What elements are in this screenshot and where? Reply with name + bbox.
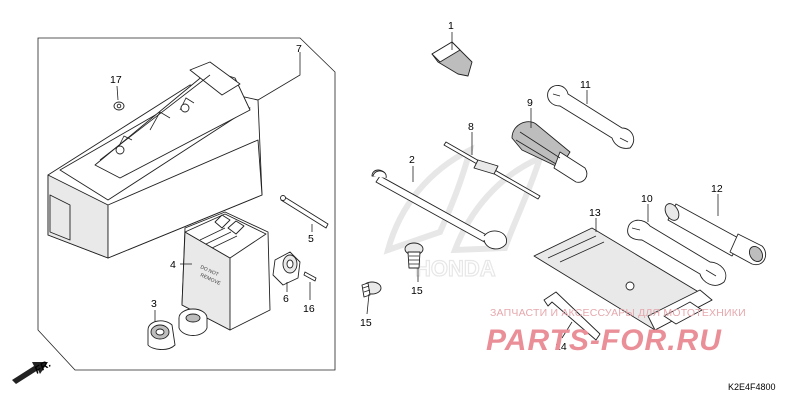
callout-9: 9 <box>527 97 533 109</box>
tool-case-part <box>47 61 263 259</box>
callout-4: 4 <box>170 259 176 271</box>
callout-11: 11 <box>580 79 591 91</box>
callout-12: 12 <box>711 183 723 195</box>
leader-lines <box>116 32 719 339</box>
pin-part <box>280 195 329 229</box>
leader-14 <box>561 321 573 339</box>
bolt-part-upper <box>404 242 424 269</box>
socket-wrench-part <box>664 203 766 266</box>
leader-17 <box>116 85 119 101</box>
callout-1: 1 <box>448 20 454 32</box>
small-pin-part <box>303 271 317 282</box>
watermark-logo: PARTS-FOR.RU <box>486 324 722 357</box>
watermark-caption: ЗАПЧАСТИ И АКСЕССУАРЫ ДЛЯ МОТОТЕХНИКИ <box>490 307 746 319</box>
callout-13: 13 <box>589 207 601 219</box>
front-direction-label: FR. <box>33 358 54 377</box>
collar-part <box>272 251 301 286</box>
diagram-code: K2E4F4800 <box>728 382 776 392</box>
screwdriver-part <box>443 141 541 200</box>
callout-8: 8 <box>468 121 474 133</box>
brand-watermark-text: HONDA <box>415 256 496 281</box>
callout-5: 5 <box>308 233 314 245</box>
reseller-watermark: ЗАПЧАСТИ И АКСЕССУАРЫ ДЛЯ МОТОТЕХНИКИ PA… <box>486 307 746 357</box>
wrench-part-10 <box>627 219 727 286</box>
callout-15a: 15 <box>411 285 423 297</box>
callout-numbers: 1 2 3 4 5 6 7 8 9 10 11 12 13 14 15 15 1… <box>110 20 723 353</box>
callout-16: 16 <box>303 303 315 315</box>
callout-14: 14 <box>555 341 567 353</box>
callout-6: 6 <box>283 293 289 305</box>
callout-3: 3 <box>151 298 157 310</box>
leader-7 <box>257 52 301 101</box>
tool-bag-part <box>533 227 713 331</box>
rubber-grommet-part <box>147 308 208 350</box>
callout-7: 7 <box>296 43 302 55</box>
leader-15b <box>366 293 370 315</box>
bolt-part-lower <box>361 281 382 298</box>
callout-2: 2 <box>409 154 415 166</box>
extension-bar-part <box>371 169 507 250</box>
screwdriver-grip-part <box>511 121 588 183</box>
wrench-part-11 <box>547 85 635 149</box>
assembly-frame <box>37 37 336 371</box>
callout-17: 17 <box>110 74 122 86</box>
callout-15b: 15 <box>360 317 372 329</box>
damper-block-part: DO NOT REMOVE <box>181 211 271 331</box>
nut-part <box>113 101 125 111</box>
callout-10: 10 <box>641 193 653 205</box>
hex-key-part <box>543 291 601 341</box>
brand-watermark: HONDA <box>383 144 545 282</box>
front-direction-marker: FR. <box>12 358 53 384</box>
